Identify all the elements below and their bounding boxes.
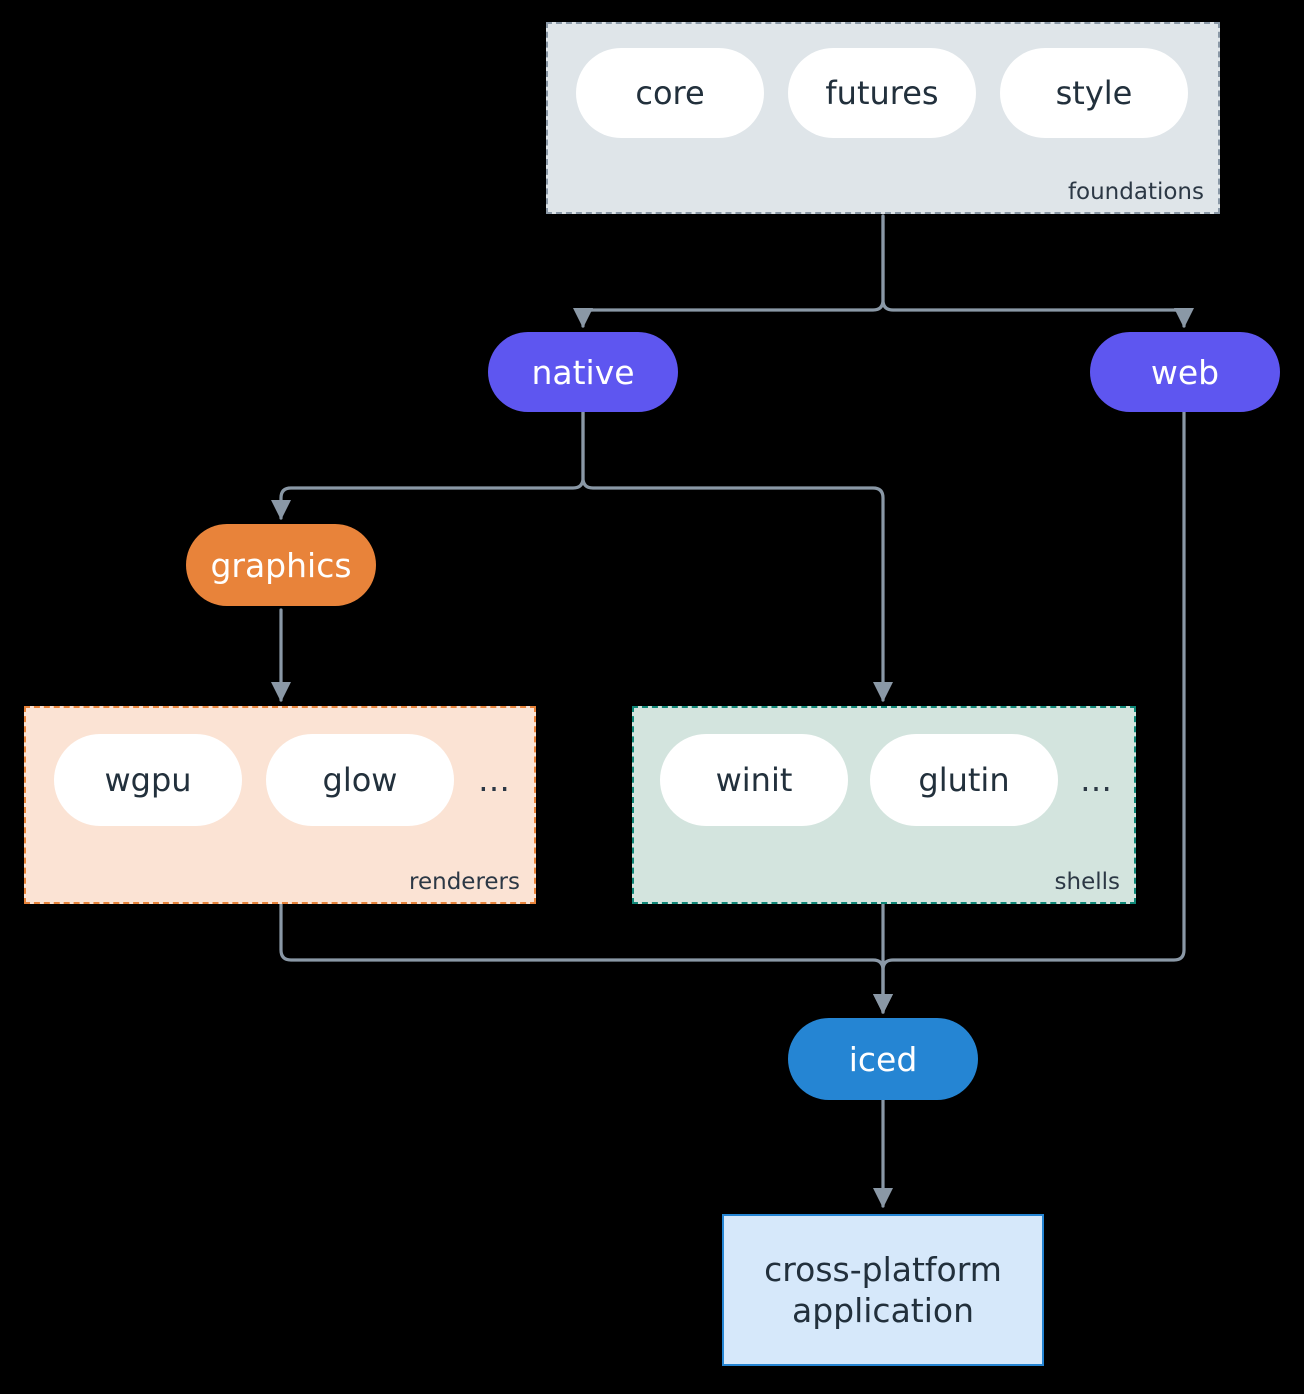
pill-glutin[interactable]: glutin [870,734,1058,826]
node-graphics-label: graphics [210,545,352,585]
pill-glow[interactable]: glow [266,734,454,826]
node-application-label-line2: application [791,1291,975,1330]
node-graphics[interactable]: graphics [186,524,376,606]
group-renderers[interactable]: wgpu glow … renderers [24,706,536,904]
pill-style[interactable]: style [1000,48,1188,138]
group-shells[interactable]: winit glutin … shells [632,706,1136,904]
node-web-label: web [1150,352,1220,392]
node-native-label: native [531,352,635,392]
group-renderers-label: renderers [409,869,520,895]
pill-shells-more: … [1080,761,1113,799]
node-native[interactable]: native [488,332,678,412]
group-foundations-items: core futures style [576,48,1188,138]
pill-futures[interactable]: futures [788,48,976,138]
pill-renderers-more: … [478,761,511,799]
node-application-label-line1: cross-platform [764,1249,1002,1289]
group-foundations[interactable]: core futures style foundations [546,22,1220,214]
pill-winit[interactable]: winit [660,734,848,826]
group-shells-label: shells [1054,869,1120,895]
node-application[interactable]: cross-platform application [722,1214,1044,1366]
pill-wgpu[interactable]: wgpu [54,734,242,826]
node-iced-label: iced [848,1039,918,1079]
group-foundations-label: foundations [1067,179,1204,205]
group-shells-items: winit glutin … [660,734,1113,826]
node-web[interactable]: web [1090,332,1280,412]
group-renderers-items: wgpu glow … [54,734,511,826]
pill-core[interactable]: core [576,48,764,138]
node-iced[interactable]: iced [788,1018,978,1100]
